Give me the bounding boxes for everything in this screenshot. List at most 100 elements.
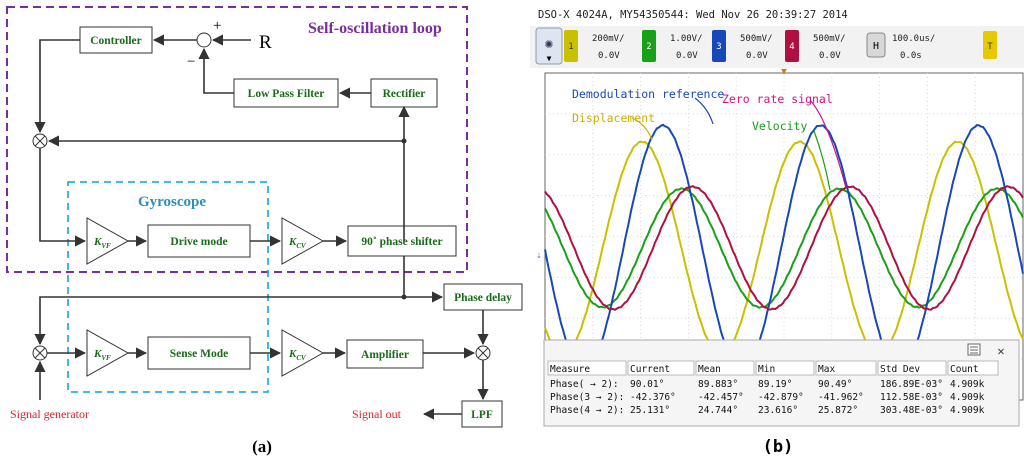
table-header-cell	[695, 360, 755, 376]
trigger-badge	[983, 31, 997, 59]
table-cell: 303.48E-03°	[880, 405, 943, 416]
table-cell: 90.01°	[630, 379, 664, 390]
channel-3-volts: 500mV/	[740, 34, 773, 44]
reference-R: R	[259, 32, 272, 53]
phase-shifter-label: 90˚ phase shifter	[361, 236, 442, 248]
timebase: 100.0us/	[892, 34, 935, 44]
close-icon[interactable]: ✕	[997, 344, 1004, 358]
table-header: Min	[758, 364, 775, 375]
rectifier-label: Rectifier	[383, 88, 426, 100]
table-header: Std Dev	[880, 364, 920, 375]
ground-marker: ⇣	[536, 251, 541, 261]
measurement-menu-icon[interactable]	[967, 343, 981, 356]
table-cell: 89.19°	[758, 379, 792, 390]
table-cell: 4.909k	[950, 392, 985, 403]
block-diagram: Self-oscillation loop Gyroscope Controll…	[6, 6, 523, 456]
channel-2-volts: 1.00V/	[670, 34, 703, 44]
phase-delay-block	[443, 283, 523, 311]
lpf-label: LPF	[471, 409, 493, 421]
channel-1-volts: 200mV/	[592, 34, 625, 44]
channel-4-offset: 0.0V	[819, 51, 841, 61]
channel-4-control[interactable]: 4 500mV/ 0.0V	[785, 30, 846, 62]
table-header-cell	[755, 360, 815, 376]
plus-sign: +	[213, 18, 221, 34]
channel-4-volts: 500mV/	[813, 34, 846, 44]
annotation-displacement: Displacement	[572, 111, 655, 125]
drive-mode-label: Drive mode	[170, 236, 227, 248]
channel-3-num: 3	[716, 42, 721, 52]
channel-2-offset: 0.0V	[676, 51, 698, 61]
trace-displacement	[544, 140, 1024, 356]
low-pass-filter-block	[233, 78, 339, 108]
loop-title: Self-oscillation loop	[308, 20, 442, 37]
arrow-zero-rate	[809, 99, 847, 189]
table-cell: -42.457°	[698, 392, 744, 403]
table-row-label: Phase(3 → 2):	[550, 392, 624, 403]
channel-1-num: 1	[568, 42, 573, 52]
channel-3-badge	[712, 30, 726, 62]
rectifier-block	[370, 78, 438, 108]
kcv-gain-sense	[281, 329, 325, 377]
channel-1-badge	[564, 30, 578, 62]
table-cell: 25.131°	[630, 405, 670, 416]
caption-a: (a)	[252, 437, 272, 456]
table-cell: 4.909k	[950, 379, 985, 390]
drive-mode-block	[147, 224, 251, 258]
channel-4-num: 4	[789, 42, 794, 52]
table-cell: -42.376°	[630, 392, 676, 403]
amplifier-label: Amplifier	[361, 349, 409, 361]
horizontal-control[interactable]: H 100.0us/ 0.0s	[866, 32, 935, 61]
minus-sign: −	[187, 54, 195, 70]
trigger-control[interactable]: T	[983, 31, 997, 59]
keysight-logo-icon: ✺	[545, 36, 554, 52]
channel-1-offset: 0.0V	[598, 51, 620, 61]
self-oscillation-loop-box	[6, 6, 468, 273]
horizontal-badge	[866, 32, 886, 58]
table-header-cell	[947, 360, 999, 376]
channel-3-control[interactable]: 3 500mV/ 0.0V	[712, 30, 773, 62]
chevron-down-icon: ▼	[547, 54, 552, 63]
kvf-gain-sense	[86, 329, 130, 377]
signal-out-label: Signal out	[352, 407, 402, 421]
annotation-zero-rate: Zero rate signal	[722, 92, 833, 106]
trace-velocity	[544, 186, 1024, 309]
table-cell: -42.879°	[758, 392, 804, 403]
channel-2-badge	[642, 30, 656, 62]
kcv-label-drive: KCV	[288, 236, 307, 250]
table-cell: 112.58E-03°	[880, 392, 943, 403]
kvf-gain-drive	[86, 217, 130, 265]
kvf-label-drive: KVF	[93, 236, 111, 250]
lpf-block	[461, 400, 503, 428]
channel-1-control[interactable]: 1 200mV/ 0.0V	[564, 30, 625, 62]
table-header-cell	[815, 360, 877, 376]
gyroscope-box	[67, 181, 269, 393]
kcv-gain-drive	[281, 217, 325, 265]
controller-label: Controller	[90, 35, 142, 47]
table-cell: 4.909k	[950, 405, 985, 416]
table-header: Count	[950, 364, 979, 375]
oscilloscope-screenshot: DSO-X 4024A, MY54350544: Wed Nov 26 20:3…	[530, 9, 1024, 457]
table-row-label: Phase( → 2):	[550, 379, 619, 390]
menu-button[interactable]: ✺ ▼	[535, 27, 563, 65]
caption-b: (b)	[763, 437, 794, 457]
table-cell: 23.616°	[758, 405, 798, 416]
table-header-cell	[877, 360, 947, 376]
scope-header: DSO-X 4024A, MY54350544: Wed Nov 26 20:3…	[538, 9, 848, 21]
annotation-demodulation: Demodulation reference	[572, 87, 724, 101]
table-cell: 24.744°	[698, 405, 738, 416]
table-header-cell	[547, 360, 627, 376]
kcv-label-sense: KCV	[288, 348, 307, 362]
gyroscope-title: Gyroscope	[138, 194, 206, 210]
channel-4-badge	[785, 30, 799, 62]
trace-zero-rate-signal	[544, 185, 1024, 311]
channel-2-control[interactable]: 2 1.00V/ 0.0V	[642, 30, 703, 62]
table-cell: 25.872°	[818, 405, 858, 416]
table-cell: 89.883°	[698, 379, 738, 390]
arrow-demodulation	[694, 97, 714, 125]
arrow-displacement	[631, 117, 653, 141]
signal-generator-label: Signal generator	[10, 407, 89, 421]
amplifier-block	[346, 339, 424, 369]
table-header: Current	[630, 364, 670, 375]
